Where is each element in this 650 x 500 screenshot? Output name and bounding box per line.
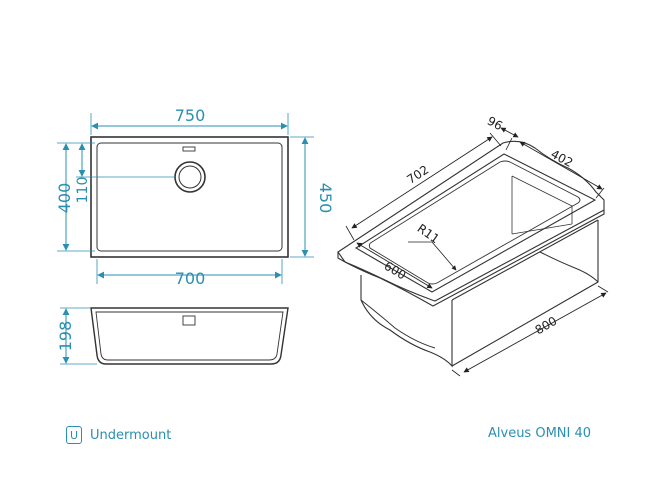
dim-label-700: 700 — [175, 269, 206, 288]
cabinet-wave-right — [539, 251, 599, 283]
dim-label-110: 110 — [75, 177, 91, 204]
dim-label-96: 96 — [485, 114, 505, 134]
drain-icon — [174, 146, 206, 193]
top-view-inner — [96, 142, 283, 252]
dim-label-450: 450 — [316, 183, 335, 214]
mount-type-label: Undermount — [90, 427, 172, 443]
undermount-icon: U — [66, 426, 82, 444]
dim-label-750: 750 — [175, 106, 206, 125]
dim-label-402: 402 — [548, 147, 575, 170]
section-view: 198 — [56, 307, 289, 365]
cabinet-wave-left — [360, 299, 436, 349]
dim-label-198: 198 — [56, 321, 75, 352]
cabinet-outline — [360, 219, 599, 368]
sink-bowl-inner — [511, 175, 573, 235]
dim-line-96 — [500, 127, 519, 138]
dim-line-702 — [351, 136, 493, 229]
dim-label-702: 702 — [404, 163, 431, 187]
section-outer — [90, 307, 289, 365]
mount-type-legend: U Undermount — [66, 426, 171, 444]
section-inner — [95, 311, 284, 361]
dim-line-402 — [519, 141, 603, 190]
section-drain — [182, 315, 196, 326]
product-name: Alveus OMNI 40 — [488, 426, 592, 441]
perspective-view: 702 600 800 96 402 R11 — [337, 114, 609, 377]
top-view-outer — [90, 136, 289, 258]
dim-line-600 — [356, 242, 433, 289]
dim-line-r11 — [431, 241, 457, 271]
dim-line-800 — [463, 292, 607, 373]
countertop-edge — [337, 210, 605, 307]
dim-label-600: 600 — [382, 259, 409, 283]
top-view: 750 700 450 400 110 — [55, 106, 335, 288]
dim-label-400: 400 — [55, 183, 74, 214]
dim-label-r11: R11 — [415, 221, 442, 246]
